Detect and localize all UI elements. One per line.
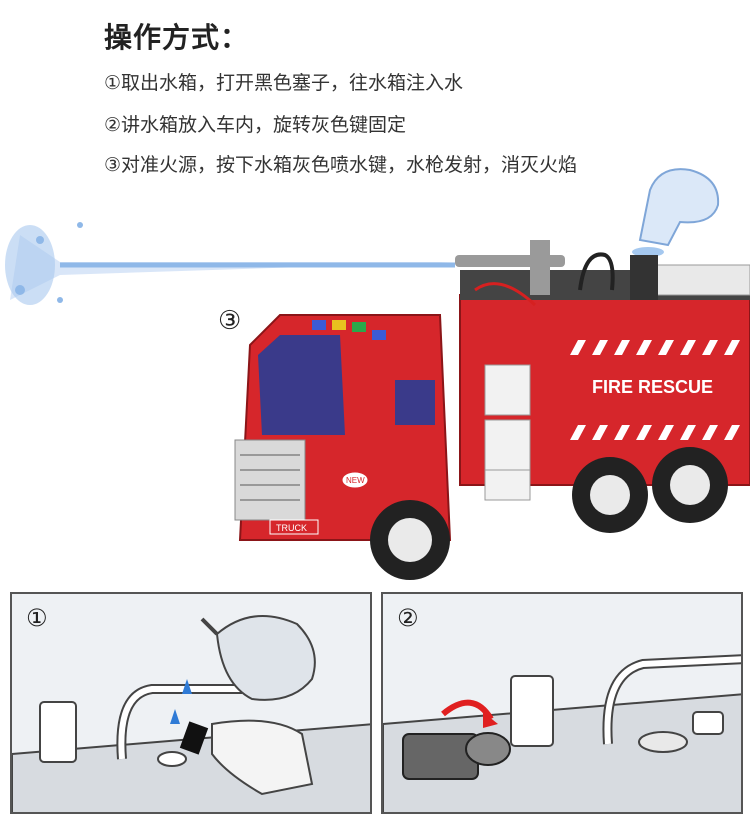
step-2-panel: ② — [381, 592, 743, 814]
step-1-panel: ① — [10, 592, 372, 814]
hand-icon — [211, 719, 314, 796]
fire-truck-illustration: FIRE RESCUE TRUCK NEW — [5, 168, 750, 580]
truck-side-text: FIRE RESCUE — [592, 377, 713, 397]
plate-text: TRUCK — [276, 523, 307, 533]
panel-1-marker: ① — [26, 604, 48, 632]
fire-truck-icon: FIRE RESCUE TRUCK NEW — [234, 240, 750, 580]
tank-cap-icon — [39, 701, 77, 763]
panel-2-marker: ② — [397, 604, 419, 632]
black-stopper-icon — [179, 721, 209, 755]
new-badge: NEW — [346, 476, 365, 485]
fill-water-illustration — [12, 615, 370, 812]
gray-key-icon — [402, 733, 479, 780]
water-drop-icon-2 — [170, 709, 180, 724]
rotate-key-illustration — [383, 654, 741, 812]
instruction-step-3: ③对准火源，按下水箱灰色喷水键，水枪发射，消灭火焰 — [104, 154, 578, 176]
water-spray-icon — [5, 222, 455, 305]
pointing-hand-icon — [632, 168, 720, 257]
kettle-icon — [200, 615, 316, 701]
instruction-step-1: ①取出水箱，打开黑色塞子，往水箱注入水 — [104, 72, 464, 94]
tank-cap-icon-2 — [510, 675, 554, 747]
rotate-arrow-icon — [441, 699, 494, 721]
instructions-title: 操作方式： — [104, 21, 250, 54]
instruction-step-2: ②讲水箱放入车内，旋转灰色键固定 — [104, 114, 407, 136]
truck-step-marker: ③ — [218, 306, 242, 336]
water-drop-icon — [182, 679, 192, 694]
